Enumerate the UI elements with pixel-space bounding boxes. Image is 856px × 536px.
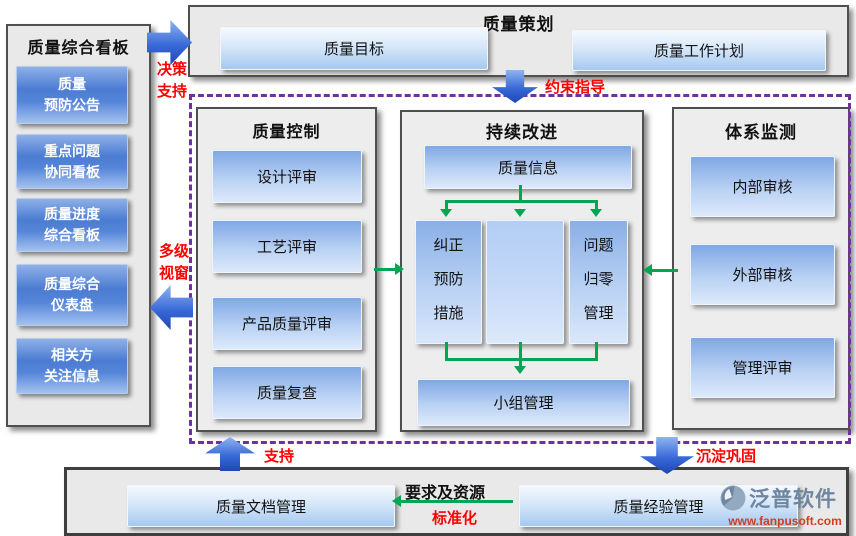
dashboard-panel: 质量综合看板 质量 预防公告 重点问题 协同看板 质量进度 综合看板 质量综合 … bbox=[6, 24, 151, 427]
product-quality-review-button[interactable]: 产品质量评审 bbox=[212, 297, 362, 350]
improve-panel-title: 持续改进 bbox=[486, 123, 558, 142]
arrow-head bbox=[643, 264, 652, 276]
dashboard-panel-title: 质量综合看板 bbox=[27, 40, 130, 57]
arrow-line bbox=[595, 202, 598, 210]
dashboard-item-prevention[interactable]: 质量 预防公告 bbox=[16, 66, 128, 124]
arrow-head bbox=[590, 209, 602, 217]
internal-audit-button[interactable]: 内部审核 bbox=[690, 156, 835, 217]
improve-panel: 持续改进 质量信息 纠正 预防 措施 问题 归零 管理 小组管理 bbox=[400, 110, 644, 432]
quality-document-mgmt-button[interactable]: 质量文档管理 bbox=[127, 485, 395, 527]
resource-panel-label: 要求及资源 bbox=[405, 485, 486, 502]
arrow-line bbox=[445, 342, 448, 361]
arrow-line bbox=[445, 200, 598, 203]
constraint-guide-label: 约束指导 bbox=[545, 79, 606, 96]
arrow-line bbox=[374, 268, 396, 271]
dashboard-item-progress[interactable]: 质量进度 综合看板 bbox=[16, 198, 128, 252]
quality-recheck-button[interactable]: 质量复查 bbox=[212, 366, 362, 419]
dashboard-item-stakeholder[interactable]: 相关方 关注信息 bbox=[16, 338, 128, 394]
fanpu-logo: 泛普软件 www.fanpusoft.com bbox=[720, 483, 850, 528]
planning-panel: 质量策划 质量目标 质量工作计划 bbox=[188, 5, 849, 77]
planning-panel-title: 质量策划 bbox=[482, 15, 555, 34]
standardize-label: 标准化 bbox=[432, 510, 478, 527]
center-box[interactable] bbox=[486, 220, 564, 344]
arrow-head bbox=[514, 209, 526, 217]
external-audit-button[interactable]: 外部审核 bbox=[690, 244, 835, 305]
arrow-head bbox=[514, 366, 526, 374]
dashboard-item-gauge[interactable]: 质量综合 仪表盘 bbox=[16, 264, 128, 326]
multi-window-label: 多级 视窗 bbox=[158, 243, 189, 282]
arrow-head bbox=[395, 263, 404, 275]
arrow-line bbox=[519, 185, 522, 203]
support-label: 支持 bbox=[264, 448, 295, 465]
team-management-button[interactable]: 小组管理 bbox=[417, 379, 630, 426]
fanpu-logo-text: 泛普软件 bbox=[749, 488, 837, 511]
corrective-prevention-box[interactable]: 纠正 预防 措施 bbox=[415, 220, 482, 344]
flow-arrow-process-to-dashboard bbox=[150, 285, 193, 330]
control-panel: 质量控制 设计评审 工艺评审 产品质量评审 质量复查 bbox=[196, 107, 377, 432]
arrow-line bbox=[401, 500, 513, 503]
quality-info-button[interactable]: 质量信息 bbox=[424, 145, 632, 189]
consolidate-label: 沉淀巩固 bbox=[696, 448, 757, 465]
management-review-button[interactable]: 管理评审 bbox=[690, 337, 835, 398]
design-review-button[interactable]: 设计评审 bbox=[212, 150, 362, 203]
monitor-panel-title: 体系监测 bbox=[725, 123, 797, 142]
fanpu-logo-icon bbox=[720, 485, 746, 511]
problem-zeroing-box[interactable]: 问题 归零 管理 bbox=[569, 220, 628, 344]
quality-goal-button[interactable]: 质量目标 bbox=[220, 27, 488, 70]
arrow-line bbox=[519, 342, 522, 368]
control-panel-title: 质量控制 bbox=[252, 124, 321, 141]
dashboard-item-key-issues[interactable]: 重点问题 协同看板 bbox=[16, 134, 128, 189]
fanpu-logo-url: www.fanpusoft.com bbox=[728, 514, 842, 528]
flow-arrow-resource-to-process bbox=[205, 437, 255, 471]
arrow-line bbox=[445, 202, 448, 210]
quality-experience-mgmt-button[interactable]: 质量经验管理 bbox=[519, 485, 798, 527]
arrow-line bbox=[651, 269, 678, 272]
fanpu-logo-row: 泛普软件 bbox=[720, 483, 850, 513]
monitor-panel: 体系监测 内部审核 外部审核 管理评审 bbox=[672, 107, 850, 430]
decision-support-label: 决策 支持 bbox=[156, 61, 187, 100]
arrow-head bbox=[392, 495, 401, 507]
arrow-head bbox=[440, 209, 452, 217]
process-review-button[interactable]: 工艺评审 bbox=[212, 220, 362, 273]
quality-work-plan-button[interactable]: 质量工作计划 bbox=[572, 30, 826, 71]
arrow-line bbox=[595, 342, 598, 361]
